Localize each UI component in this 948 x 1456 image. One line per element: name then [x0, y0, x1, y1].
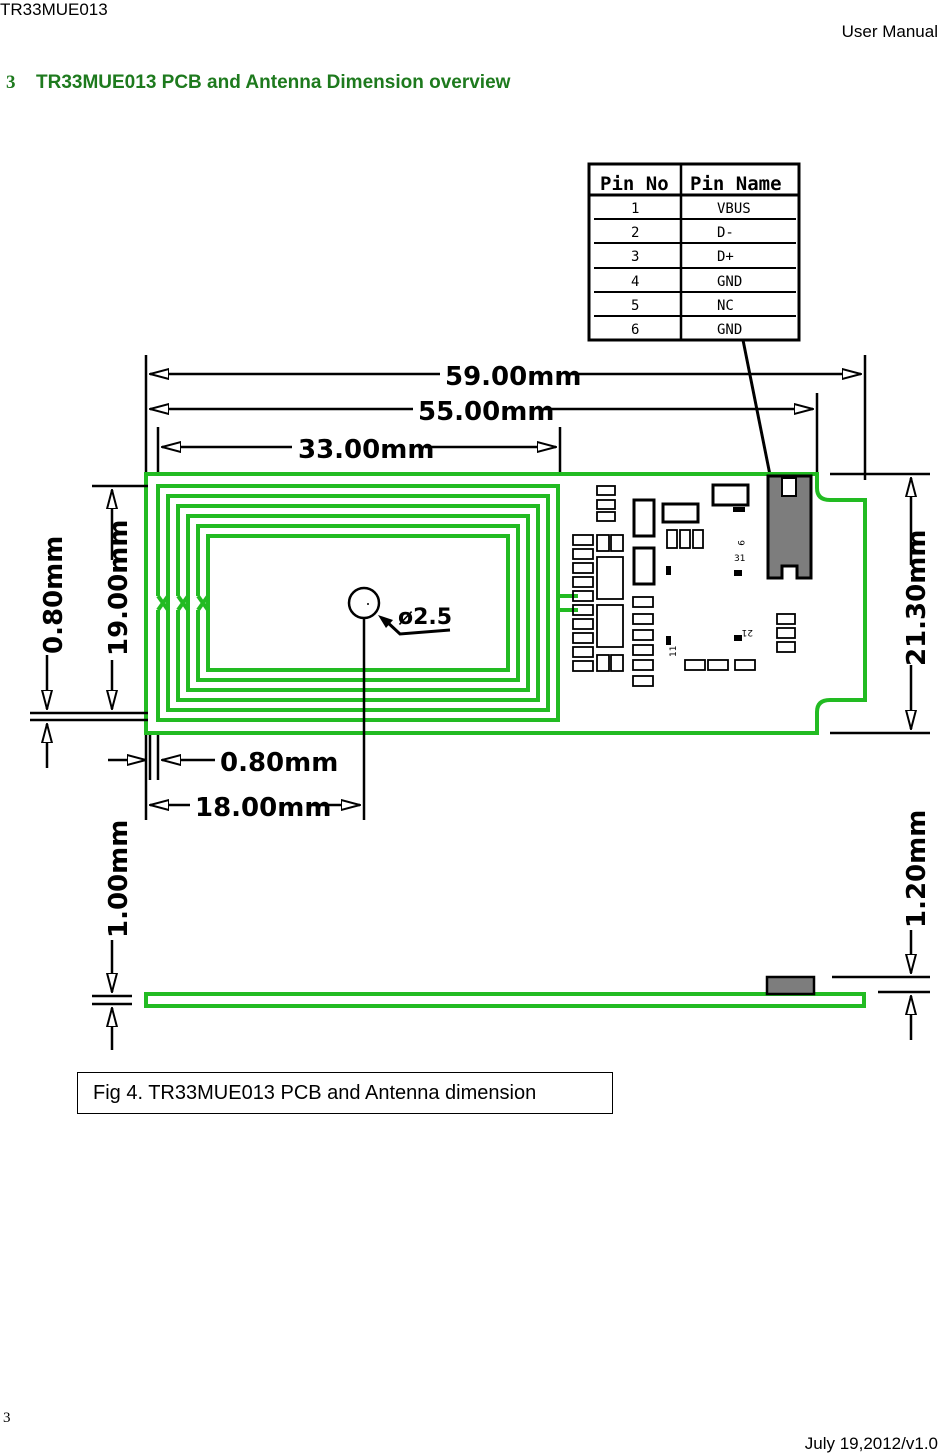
pin-name: NC: [717, 298, 734, 314]
section-number: 3: [6, 72, 16, 93]
dimension-lines-left: [30, 484, 148, 768]
dimension-lines-right: [830, 472, 930, 735]
pin-name: D-: [717, 225, 734, 241]
dimension-lines-top: [144, 355, 867, 480]
pcb-side-view: [144, 992, 866, 1008]
dimension-lines-bottom: [108, 735, 360, 820]
connector-side-view: [765, 975, 816, 996]
usb-connector: [766, 474, 813, 580]
footer-page-number: 3: [3, 1410, 11, 1426]
mounting-hole: [347, 586, 381, 620]
ic-markers: [666, 507, 745, 645]
ic-pin-label: 11: [669, 646, 679, 657]
dim-hole-offset: 18.00mm: [195, 793, 331, 823]
pin-no: 5: [631, 298, 639, 314]
dim-edge-offset-horizontal: 0.80mm: [220, 748, 338, 778]
dim-antenna-length: 33.00mm: [298, 435, 434, 465]
ic-pin-label: 21: [742, 627, 753, 637]
footer-date: July 19,2012/v1.0: [804, 1434, 938, 1453]
antenna-coil: [156, 484, 578, 722]
dim-hole-diameter: ø2.5: [398, 605, 452, 630]
pin-no: 4: [631, 274, 639, 290]
ic-pin-label: 31: [734, 554, 745, 564]
header-doc-type: User Manual: [841, 22, 938, 41]
coil-crossover-traces: [156, 594, 210, 612]
header-doc-id: TR33MUE013: [0, 0, 108, 19]
dim-overall-length: 59.00mm: [445, 362, 581, 392]
pin-table-header-name: Pin Name: [690, 173, 782, 195]
pin-no: 2: [631, 225, 639, 241]
ic-pin-label: 9: [735, 540, 745, 546]
pin-name: VBUS: [717, 201, 751, 217]
pin-name: GND: [717, 274, 742, 290]
component-footprints: [572, 483, 796, 687]
pin-no: 6: [631, 322, 639, 338]
dim-pcb-thickness: 1.00mm: [104, 820, 134, 938]
figure-caption: Fig 4. TR33MUE013 PCB and Antenna dimens…: [77, 1072, 613, 1114]
dimension-lines-side: [92, 930, 930, 1050]
pin-table: Pin No Pin Name 1 VBUS 2 D- 3 D+ 4 GND 5…: [587, 162, 801, 342]
pin-name: D+: [717, 249, 734, 265]
dim-connector-thickness: 1.20mm: [902, 810, 932, 928]
section-heading: 3 TR33MUE013 PCB and Antenna Dimension ov…: [6, 72, 510, 94]
pin-name: GND: [717, 322, 742, 338]
dim-pcb-length: 55.00mm: [418, 397, 554, 427]
pin-no: 3: [631, 249, 639, 265]
pcb-outline: [144, 472, 867, 735]
dim-edge-offset-vertical: 0.80mm: [39, 536, 69, 654]
pin-no: 1: [631, 201, 639, 217]
pin-table-header-no: Pin No: [600, 173, 669, 195]
dim-width: 21.30mm: [902, 530, 932, 666]
dim-antenna-width: 19.00mm: [104, 520, 134, 656]
section-title: TR33MUE013 PCB and Antenna Dimension ove…: [36, 72, 511, 93]
